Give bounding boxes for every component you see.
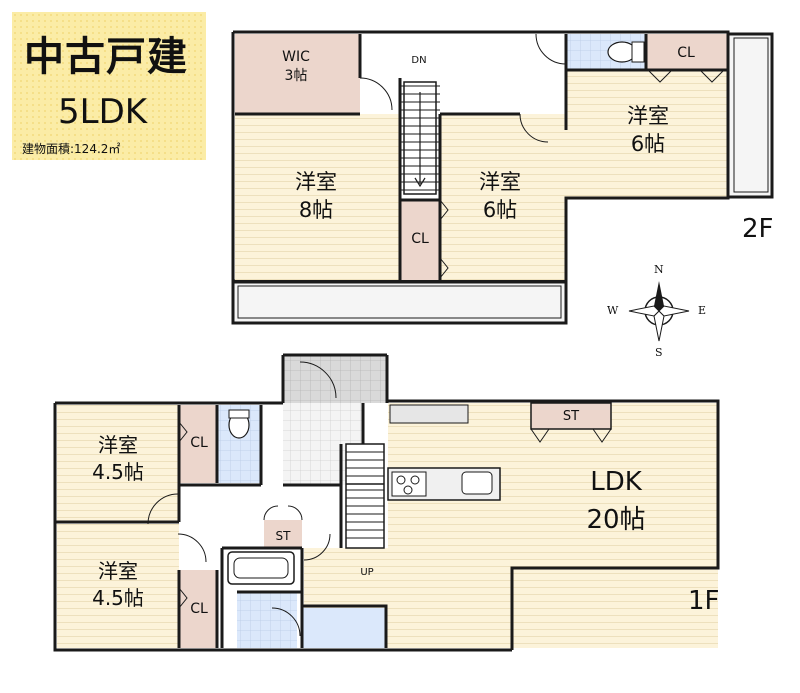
down-stairs-label: DN — [411, 55, 427, 66]
closet-label-1f-sw: CL — [190, 601, 208, 617]
room-1f-nw-size: 4.5帖 — [92, 460, 144, 484]
compass-n: N — [654, 263, 664, 276]
ldk-size: 20帖 — [586, 504, 646, 535]
up-stairs-label: UP — [360, 567, 374, 578]
property-type-title: 中古戸建 — [24, 34, 188, 80]
room-2f-ne-name: 洋室 — [627, 104, 669, 128]
closet-label-2f-c: CL — [411, 231, 429, 247]
wic-name: WIC — [282, 49, 310, 65]
room-label-1f-nw: 洋室 4.5帖 — [78, 432, 158, 486]
room-2f-c-name: 洋室 — [479, 170, 521, 194]
wic-label: WIC 3帖 — [266, 48, 326, 86]
ldk-name: LDK — [590, 467, 642, 497]
wic-size: 3帖 — [284, 67, 308, 84]
building-area-label: 建物面積:124.2㎡ — [22, 142, 121, 156]
compass-icon — [628, 281, 690, 342]
second-floor-plan — [231, 30, 774, 325]
ldk-label: LDK 20帖 — [566, 464, 666, 539]
compass-s: S — [655, 346, 663, 359]
layout-label: 5LDK — [58, 92, 148, 132]
closet-label-2f-ne: CL — [677, 45, 695, 61]
closet-label-1f-nw: CL — [190, 435, 208, 451]
storage-label-hall: ST — [275, 529, 291, 543]
room-1f-nw-name: 洋室 — [98, 433, 138, 457]
room-2f-c-size: 6帖 — [482, 198, 518, 223]
room-2f-ne-size: 6帖 — [630, 132, 666, 157]
room-label-2f-ne: 洋室 6帖 — [608, 102, 688, 159]
floor-label-1f: 1F — [688, 586, 720, 616]
room-2f-w-size: 8帖 — [298, 198, 334, 223]
room-label-2f-w: 洋室 8帖 — [276, 168, 356, 225]
floor-label-2f: 2F — [742, 214, 774, 244]
room-label-1f-sw: 洋室 4.5帖 — [78, 558, 158, 612]
first-floor-plan — [53, 353, 720, 652]
compass-e: E — [698, 304, 707, 317]
room-1f-sw-name: 洋室 — [98, 559, 138, 583]
title-box — [12, 12, 206, 160]
room-2f-w-name: 洋室 — [295, 170, 337, 194]
room-label-2f-c: 洋室 6帖 — [460, 168, 540, 225]
room-1f-sw-size: 4.5帖 — [92, 586, 144, 610]
compass-w: W — [607, 304, 619, 317]
storage-label-ldk: ST — [562, 409, 580, 424]
